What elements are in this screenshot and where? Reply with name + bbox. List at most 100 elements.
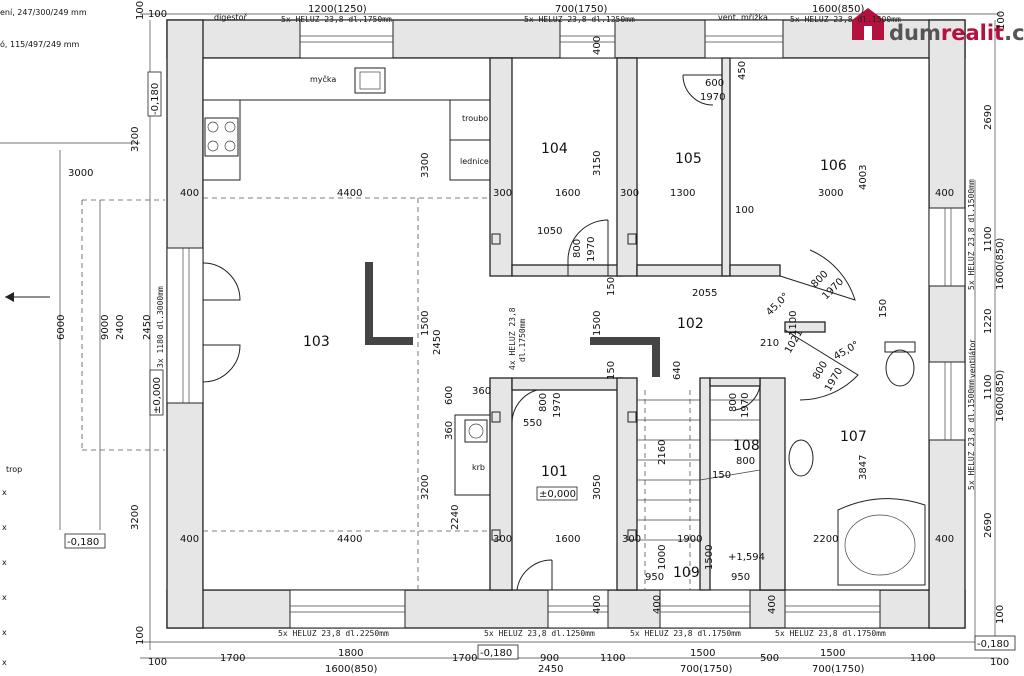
svg-text:400: 400 — [767, 595, 778, 614]
svg-text:1600(850): 1600(850) — [995, 238, 1006, 290]
svg-text:x: x — [2, 488, 7, 497]
svg-text:dl.1750mm: dl.1750mm — [518, 318, 527, 362]
legend-title: trop — [6, 465, 22, 474]
svg-text:1970: 1970 — [700, 92, 725, 103]
svg-text:5x HELUZ 23,8 dl.1500mm: 5x HELUZ 23,8 dl.1500mm — [967, 179, 976, 290]
svg-text:800: 800 — [538, 393, 549, 412]
svg-text:3200: 3200 — [130, 505, 141, 530]
window-openings — [166, 19, 966, 629]
svg-text:1500: 1500 — [820, 648, 845, 659]
svg-text:400: 400 — [652, 595, 663, 614]
svg-text:500: 500 — [760, 653, 779, 664]
svg-text:950: 950 — [731, 572, 750, 583]
dimension-lines — [0, 13, 1000, 659]
svg-text:3847: 3847 — [858, 455, 869, 480]
logo-text: dumrealit.cz — [889, 21, 1024, 45]
svg-text:400: 400 — [180, 188, 199, 199]
staircase — [637, 399, 761, 541]
svg-text:x: x — [2, 658, 7, 667]
svg-text:1900: 1900 — [677, 534, 702, 545]
svg-text:800: 800 — [728, 393, 739, 412]
wall-markers — [491, 233, 637, 541]
svg-text:950: 950 — [645, 572, 664, 583]
svg-text:2200: 2200 — [813, 534, 838, 545]
svg-text:5x HELUZ 23,8 dl.1500mm: 5x HELUZ 23,8 dl.1500mm — [790, 15, 901, 24]
svg-text:450: 450 — [737, 61, 748, 80]
svg-text:1500: 1500 — [704, 545, 715, 570]
svg-text:x: x — [2, 523, 7, 532]
svg-text:5x HELUZ 23,8 dl.1750mm: 5x HELUZ 23,8 dl.1750mm — [281, 15, 392, 24]
svg-text:700(1750): 700(1750) — [555, 4, 607, 15]
svg-text:1600(850): 1600(850) — [325, 664, 377, 675]
room-101: 101 — [541, 464, 568, 480]
level-marks: ±0,000 ±0,000 +1,594 -0,180 -0,180 -0,18… — [64, 71, 1016, 660]
svg-text:troubo: troubo — [462, 114, 488, 123]
svg-text:1300: 1300 — [670, 188, 695, 199]
svg-text:100: 100 — [996, 11, 1007, 30]
svg-text:400: 400 — [592, 595, 603, 614]
svg-text:2690: 2690 — [983, 513, 994, 538]
kitchen-counter — [203, 67, 491, 181]
svg-text:krb: krb — [472, 463, 485, 472]
dims-left: 100 3200 2400 2450 3200 100 3000 6000 90… — [56, 1, 153, 645]
svg-text:myčka: myčka — [310, 74, 336, 84]
svg-text:1970: 1970 — [586, 237, 597, 262]
room-102: 102 — [677, 316, 704, 332]
svg-text:1600(850): 1600(850) — [812, 4, 864, 15]
svg-text:300: 300 — [493, 188, 512, 199]
svg-text:-0,180: -0,180 — [977, 639, 1009, 650]
svg-text:ventilátor: ventilátor — [968, 339, 977, 378]
room-109: 109 — [673, 565, 700, 581]
svg-text:1970: 1970 — [552, 393, 563, 418]
svg-text:100: 100 — [135, 1, 146, 20]
svg-text:100: 100 — [148, 657, 167, 668]
svg-text:lednice: lednice — [460, 157, 489, 166]
svg-text:400: 400 — [592, 36, 603, 55]
svg-text:1970: 1970 — [740, 393, 751, 418]
door-swings — [202, 74, 859, 591]
room-105: 105 — [675, 151, 702, 167]
svg-text:1600: 1600 — [555, 188, 580, 199]
svg-text:100: 100 — [148, 9, 167, 20]
svg-text:700(1750): 700(1750) — [812, 664, 864, 675]
dims-right: 2690 1100 1600(850) 1220 1100 1600(850) … — [983, 105, 1006, 624]
svg-text:2450: 2450 — [538, 664, 563, 675]
svg-text:150: 150 — [606, 361, 617, 380]
legend-marks: x x x x x x — [2, 488, 7, 667]
room-104: 104 — [541, 141, 568, 157]
svg-text:1100: 1100 — [600, 653, 625, 664]
svg-text:150: 150 — [712, 470, 731, 481]
svg-text:2240: 2240 — [450, 505, 461, 530]
dims-bottom: 100 1700 1800 1700 900 1100 1500 500 150… — [148, 648, 1009, 675]
svg-text:400: 400 — [935, 534, 954, 545]
svg-text:5x HELUZ 23,8 dl.2250mm: 5x HELUZ 23,8 dl.2250mm — [278, 629, 389, 638]
svg-text:x: x — [2, 593, 7, 602]
dims-top: 100 1200(1250) 700(1750) 1600(850) 100 — [148, 4, 1007, 30]
svg-text:3x 1180 dl.3000mm: 3x 1180 dl.3000mm — [156, 286, 165, 368]
svg-text:1050: 1050 — [537, 226, 562, 237]
svg-text:3050: 3050 — [592, 475, 603, 500]
svg-text:5x HELUZ 23,8 dl.1250mm: 5x HELUZ 23,8 dl.1250mm — [484, 629, 595, 638]
svg-text:-0,180: -0,180 — [67, 537, 99, 548]
room-labels: 103 104 105 106 102 101 108 107 109 — [303, 141, 867, 581]
svg-text:640: 640 — [672, 361, 683, 380]
svg-text:±0,000: ±0,000 — [539, 489, 576, 500]
svg-text:1000: 1000 — [657, 545, 668, 570]
svg-text:2400: 2400 — [115, 315, 126, 340]
svg-text:100: 100 — [990, 657, 1009, 668]
svg-text:1700: 1700 — [452, 653, 477, 664]
svg-text:digestoř: digestoř — [214, 13, 248, 22]
svg-text:3200: 3200 — [130, 127, 141, 152]
svg-text:±0,000: ±0,000 — [152, 377, 163, 414]
svg-text:400: 400 — [180, 534, 199, 545]
svg-text:-0,180: -0,180 — [480, 648, 512, 659]
fireplace — [454, 414, 491, 496]
svg-text:2055: 2055 — [692, 288, 717, 299]
svg-text:210: 210 — [760, 338, 779, 349]
svg-text:3000: 3000 — [818, 188, 843, 199]
note-top-1: ení, 247/300/249 mm — [0, 8, 87, 17]
brand-logo: dumrealit.cz — [852, 8, 1024, 45]
svg-text:400: 400 — [935, 188, 954, 199]
